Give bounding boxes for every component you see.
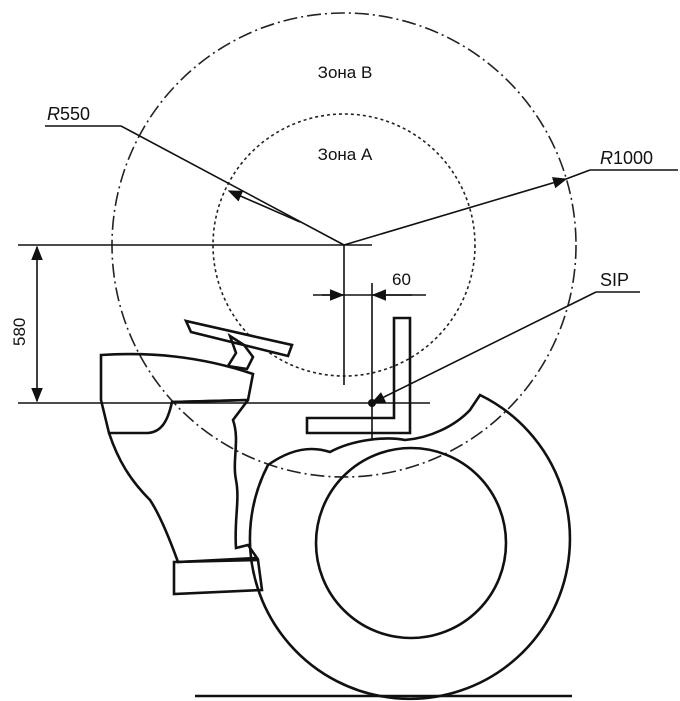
sip-point xyxy=(368,399,376,407)
r550-leader xyxy=(120,125,345,246)
zone-b-label: Зона В xyxy=(318,63,373,82)
r1000-label: R1000 xyxy=(600,148,653,168)
rear-wheel-outer xyxy=(248,393,572,701)
tractor-hood xyxy=(99,352,255,435)
rear-wheel-inner xyxy=(314,446,508,640)
steering-column xyxy=(225,332,255,371)
r550-arrow xyxy=(227,190,301,223)
tractor-body xyxy=(107,399,260,564)
r1000-leader-tail xyxy=(565,169,591,180)
sip-leader xyxy=(370,291,597,404)
seat-shape xyxy=(305,316,412,435)
zone-a-label: Зона А xyxy=(318,145,373,164)
dim-60-label: 60 xyxy=(392,270,411,289)
dim-580-label: 580 xyxy=(10,318,29,346)
sip-label: SIP xyxy=(600,270,629,290)
tractor-step xyxy=(172,558,264,596)
r1000-leader xyxy=(343,177,568,246)
steering-wheel xyxy=(183,319,294,358)
r550-label: R550 xyxy=(47,104,90,124)
dash-line xyxy=(171,398,249,404)
